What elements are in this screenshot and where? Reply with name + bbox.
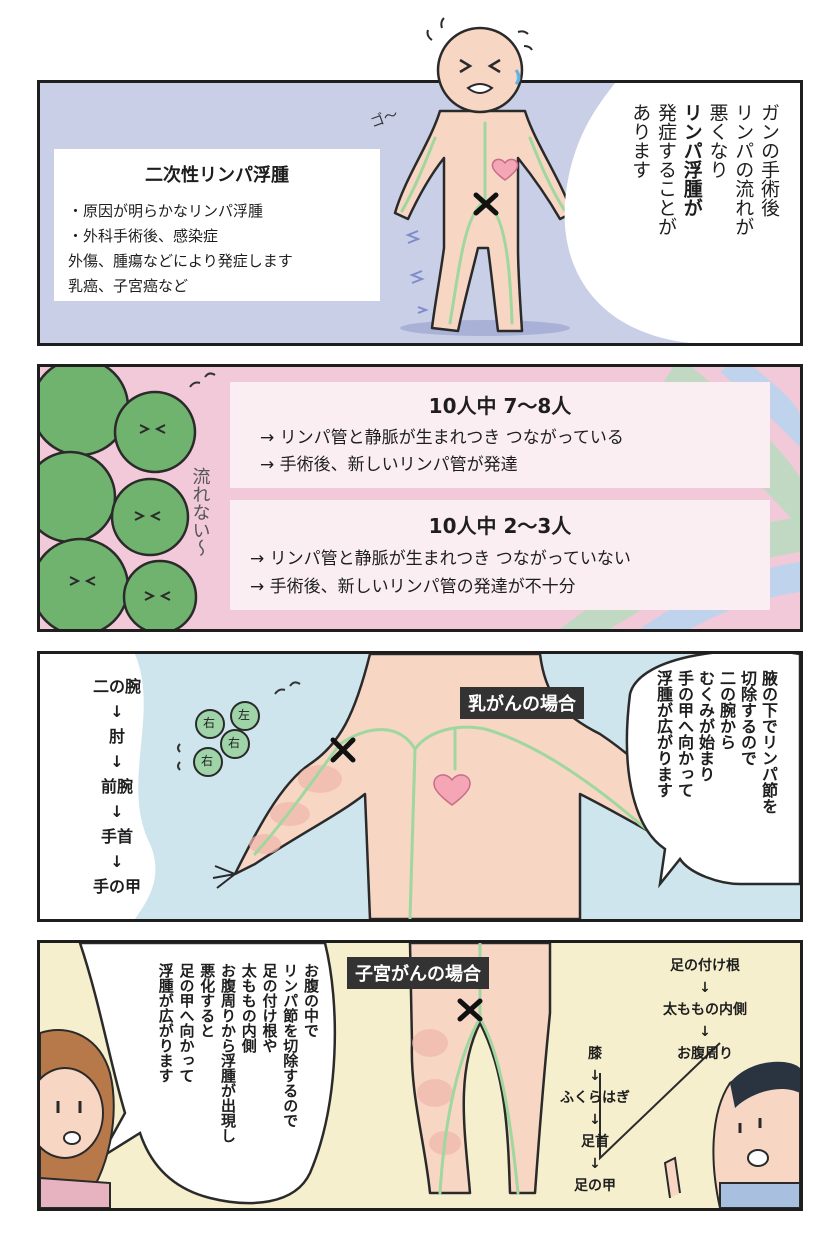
speech-bubble-p4: お腹の中で リンパ節を切除するので 足の付け根や 太ももの内側 お腹周りから浮腫…: [125, 963, 320, 1188]
cell-label-1: 右: [203, 716, 216, 730]
arrow-down-icon: ↓: [699, 1024, 711, 1040]
bubble-line-4: リンパ浮腫が: [680, 103, 703, 217]
group-7-8: 10人中 7〜8人 → リンパ管と静脈が生まれつき つながっている → 手術後、…: [230, 382, 770, 488]
p4-bubble-line-1: お腹の中で: [302, 963, 320, 1038]
p3-bubble-line-6: 浮腫が広がります: [654, 670, 673, 798]
step-upper-arm: 二の腕: [92, 677, 141, 696]
p4-bubble-line-3: 足の付け根や: [260, 963, 279, 1053]
bubble-shape-p3: [625, 654, 800, 889]
p3-bubble-line-4: むくみが始まり: [696, 670, 715, 782]
group-2-3-item-1: → リンパ管と静脈が生まれつき つながっていない: [250, 549, 631, 569]
sweat-marks: [189, 372, 216, 388]
speech-bubble-shape: [564, 83, 800, 343]
arrow-down-icon: ↓: [699, 980, 711, 996]
step-knee: 膝: [588, 1046, 602, 1062]
step-back-of-hand: 手の甲: [92, 877, 141, 896]
info-line-4: 乳癌、子宮癌など: [68, 277, 189, 295]
steps-connector: [599, 1042, 721, 1161]
step-top-of-foot: 足の甲: [574, 1178, 616, 1194]
info-box: 二次性リンパ浮腫 ・原因が明らかなリンパ浮腫 ・外科手術後、感染症 外傷、腫瘍な…: [54, 149, 380, 301]
x-mark-groin-icon: [457, 998, 483, 1022]
p4-bubble-line-8: 浮腫が広がります: [156, 963, 175, 1083]
group-2-3-item-2: → 手術後、新しいリンパ管の発達が不十分: [250, 577, 576, 597]
cell-label-4: 右: [201, 754, 214, 768]
bubble-line-2: リンパの流れが: [732, 103, 755, 236]
p4-bubble-line-2: リンパ節を切除するので: [281, 963, 300, 1128]
group-7-8-item-1: → リンパ管と静脈が生まれつき つながっている: [260, 428, 624, 448]
panel-statistics: 流れない〜 10人中 7〜8人 → リンパ管と静脈が生まれつき つながっている …: [37, 364, 803, 632]
doctor-character: [663, 1061, 800, 1208]
steps-background: [40, 654, 156, 919]
case-label-breast: 乳がんの場合: [460, 687, 584, 719]
arrow-down-icon: ↓: [589, 1068, 601, 1084]
p3-bubble-line-3: 二の腕から: [717, 670, 736, 750]
panel-secondary-lymphedema: 二次性リンパ浮腫 ・原因が明らかなリンパ浮腫 ・外科手術後、感染症 外傷、腫瘍な…: [37, 80, 803, 346]
person-back: [233, 654, 747, 919]
x-mark-icon: [473, 192, 499, 216]
info-line-2: ・外科手術後、感染症: [68, 227, 219, 245]
heart-icon-back: [433, 774, 471, 806]
panel1-art: [393, 83, 800, 343]
panel3-art: [40, 654, 800, 919]
case-label-uterine: 子宮がんの場合: [347, 957, 489, 989]
p3-bubble-line-5: 手の甲へ向かって: [675, 670, 694, 798]
swelling-marks: [405, 230, 429, 314]
floating-cells: [193, 701, 260, 777]
panel4-art: [40, 943, 800, 1208]
bubble-line-3: 悪くなり: [706, 103, 729, 179]
p4-bubble-line-6: 悪化すると: [198, 963, 217, 1038]
info-box-heading: 二次性リンパ浮腫: [145, 165, 289, 186]
panel-breast-cancer: 右 左 右 右 二の腕 ↓ 肘 ↓ 前腕 ↓ 手首 ↓ 手の甲 乳がんの場合 腋…: [37, 651, 803, 922]
bubble-line-1: ガンの手術後: [758, 103, 780, 217]
group-7-8-heading: 10人中 7〜8人: [428, 394, 572, 418]
cell-faces: [69, 424, 171, 601]
step-inner-thigh: 太ももの内側: [663, 1002, 747, 1018]
cell-cluster: [40, 367, 198, 629]
step-wrist: 手首: [100, 827, 133, 846]
step-abdomen: お腹周り: [677, 1046, 733, 1062]
leg-progression-bottom: 膝 ↓ ふくらはぎ ↓ 足首 ↓ 足の甲: [545, 1043, 645, 1197]
step-groin: 足の付け根: [670, 958, 740, 974]
woman-character: [40, 1028, 115, 1208]
group-7-8-item-2: → 手術後、新しいリンパ管が発達: [260, 455, 518, 475]
arrow-down-icon: ↓: [589, 1156, 601, 1172]
arrow-down-icon: ↓: [110, 852, 124, 871]
p4-bubble-line-7: 足の甲へ向かって: [177, 963, 196, 1083]
bubble-shape-p4: [78, 943, 337, 1205]
info-line-1: ・原因が明らかなリンパ浮腫: [68, 202, 264, 220]
p3-bubble-line-2: 切除するので: [738, 670, 757, 766]
x-mark-armpit-icon: [330, 737, 356, 763]
step-elbow: 肘: [108, 727, 125, 746]
speech-bubble: ガンの手術後 リンパの流れが 悪くなり リンパ浮腫が 発症することが あります: [628, 103, 780, 328]
arrow-down-icon: ↓: [110, 702, 124, 721]
arm-progression-steps: 二の腕 ↓ 肘 ↓ 前腕 ↓ 手首 ↓ 手の甲: [72, 674, 162, 899]
leg-progression-top: 足の付け根 ↓ 太ももの内側 ↓ お腹周り: [630, 955, 780, 1065]
panel-uterine-cancer: お腹の中で リンパ節を切除するので 足の付け根や 太ももの内側 お腹周りから浮腫…: [37, 940, 803, 1211]
cell-label-3: 右: [228, 736, 241, 750]
sweat-marks-p3: [177, 681, 301, 771]
info-line-3: 外傷、腫瘍などにより発症します: [68, 252, 293, 270]
arrow-down-icon: ↓: [110, 752, 124, 771]
p3-bubble-line-1: 腋の下でリンパ節を: [759, 670, 778, 814]
cell-label-2: 左: [238, 708, 251, 722]
bubble-line-6: あります: [629, 103, 652, 179]
group-2-3: 10人中 2〜3人 → リンパ管と静脈が生まれつき つながっていない → 手術後…: [230, 500, 770, 610]
arrow-down-icon: ↓: [110, 802, 124, 821]
figure-head: [426, 17, 533, 114]
figure-body: [393, 109, 574, 333]
sfx-not-flowing: 流れない〜: [189, 467, 211, 557]
bubble-line-5: 発症することが: [655, 103, 677, 236]
speech-bubble-p3: 腋の下でリンパ節を 切除するので 二の腕から むくみが始まり 手の甲へ向かって …: [653, 670, 778, 870]
p4-bubble-line-4: 太ももの内側: [239, 963, 258, 1053]
group-2-3-heading: 10人中 2〜3人: [428, 514, 572, 538]
arrow-down-icon: ↓: [589, 1112, 601, 1128]
heart-icon: [491, 158, 519, 181]
p4-bubble-line-5: お腹周りから浮腫が出現し: [219, 963, 237, 1143]
left-hand-fingers: [212, 865, 236, 889]
step-calf: ふくらはぎ: [560, 1090, 630, 1106]
leg-swelling: [412, 1029, 461, 1155]
step-ankle: 足首: [581, 1134, 609, 1150]
figure-shadow: [400, 320, 570, 336]
step-forearm: 前腕: [100, 777, 133, 796]
